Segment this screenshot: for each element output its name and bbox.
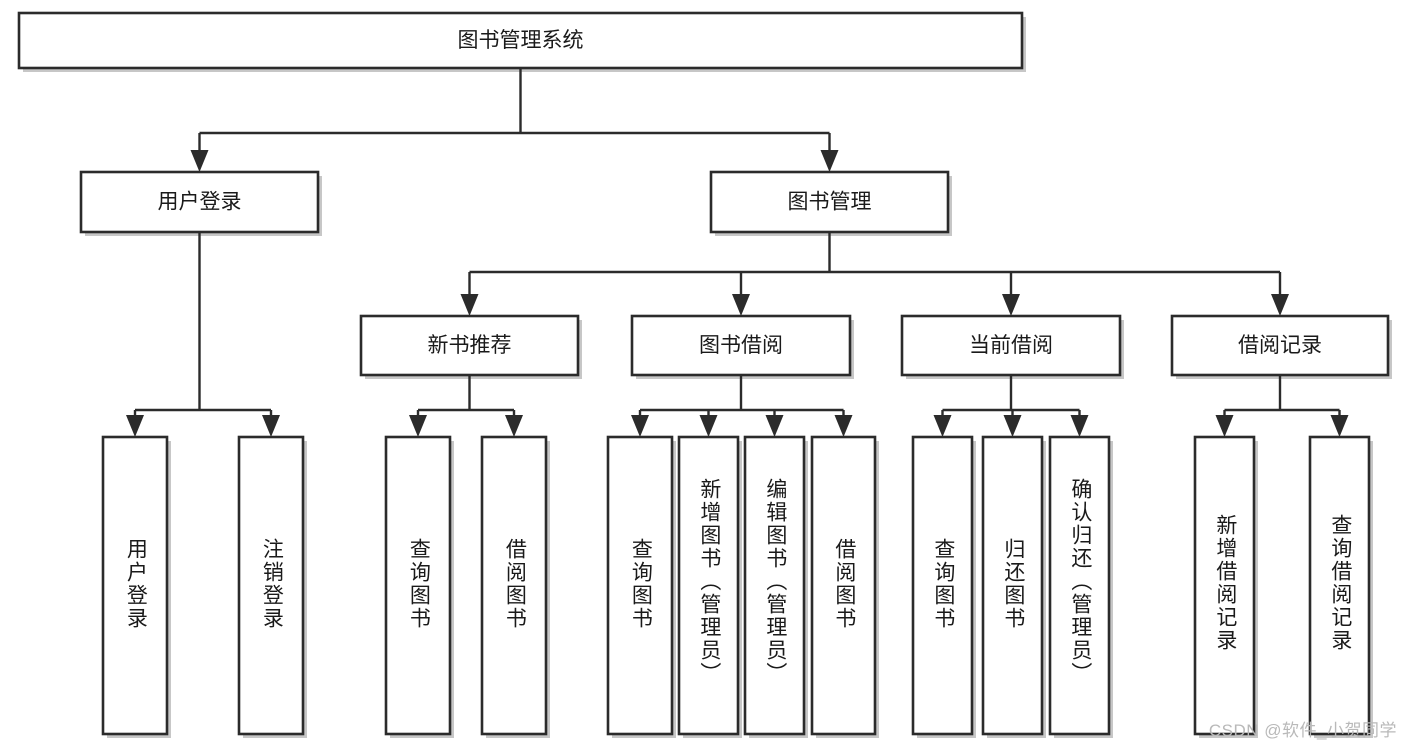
- node-level3-0[interactable]: [359, 314, 580, 377]
- arrow-head-icon: [1070, 415, 1089, 437]
- watermark-text: CSDN @软件_小贺同学: [1208, 721, 1397, 740]
- arrow-head-icon: [460, 294, 479, 316]
- arrow-head-icon: [505, 415, 523, 437]
- arrow-head-icon: [1271, 294, 1289, 316]
- boxes-layer: [17, 11, 1390, 736]
- node-leaf-3[interactable]: [480, 435, 548, 736]
- arrow-head-icon: [933, 415, 952, 437]
- node-leaf-12[interactable]: [1308, 435, 1371, 736]
- node-level2-label-1: 图书管理: [788, 191, 872, 214]
- node-leaf-7[interactable]: [810, 435, 877, 736]
- node-root[interactable]: [17, 11, 1024, 70]
- arrow-head-icon: [1003, 415, 1022, 437]
- node-root-label: 图书管理系统: [458, 29, 584, 52]
- connectors-layer: [126, 68, 1349, 437]
- arrow-head-icon: [262, 415, 280, 437]
- node-level3-2[interactable]: [900, 314, 1122, 377]
- node-leaf-1[interactable]: [237, 435, 305, 736]
- node-leaf-5[interactable]: [677, 435, 740, 736]
- node-level2-1[interactable]: [709, 170, 950, 234]
- arrow-head-icon: [820, 150, 839, 172]
- arrow-head-icon: [409, 415, 427, 437]
- node-level2-0[interactable]: [79, 170, 320, 234]
- arrow-head-icon: [631, 415, 649, 437]
- node-level3-3[interactable]: [1170, 314, 1390, 377]
- node-leaf-8[interactable]: [911, 435, 974, 736]
- node-leaf-6[interactable]: [743, 435, 806, 736]
- arrow-head-icon: [126, 415, 144, 437]
- node-level3-label-3: 借阅记录: [1238, 334, 1322, 357]
- node-level3-label-0: 新书推荐: [428, 334, 512, 357]
- node-level3-label-2: 当前借阅: [969, 334, 1053, 357]
- node-leaf-11[interactable]: [1193, 435, 1256, 736]
- arrow-head-icon: [834, 415, 853, 437]
- arrow-head-icon: [1215, 415, 1234, 437]
- arrow-head-icon: [1330, 415, 1349, 437]
- node-leaf-2[interactable]: [384, 435, 452, 736]
- arrow-head-icon: [765, 415, 784, 437]
- node-level3-1[interactable]: [630, 314, 852, 377]
- node-leaf-10[interactable]: [1048, 435, 1111, 736]
- arrow-head-icon: [699, 415, 718, 437]
- arrow-head-icon: [732, 294, 750, 316]
- node-level2-label-0: 用户登录: [158, 191, 242, 214]
- arrow-head-icon: [190, 150, 209, 172]
- node-leaf-4[interactable]: [606, 435, 674, 736]
- arrow-head-icon: [1002, 294, 1020, 316]
- node-leaf-9[interactable]: [981, 435, 1044, 736]
- node-leaf-0[interactable]: [101, 435, 169, 736]
- node-level3-label-1: 图书借阅: [699, 334, 783, 357]
